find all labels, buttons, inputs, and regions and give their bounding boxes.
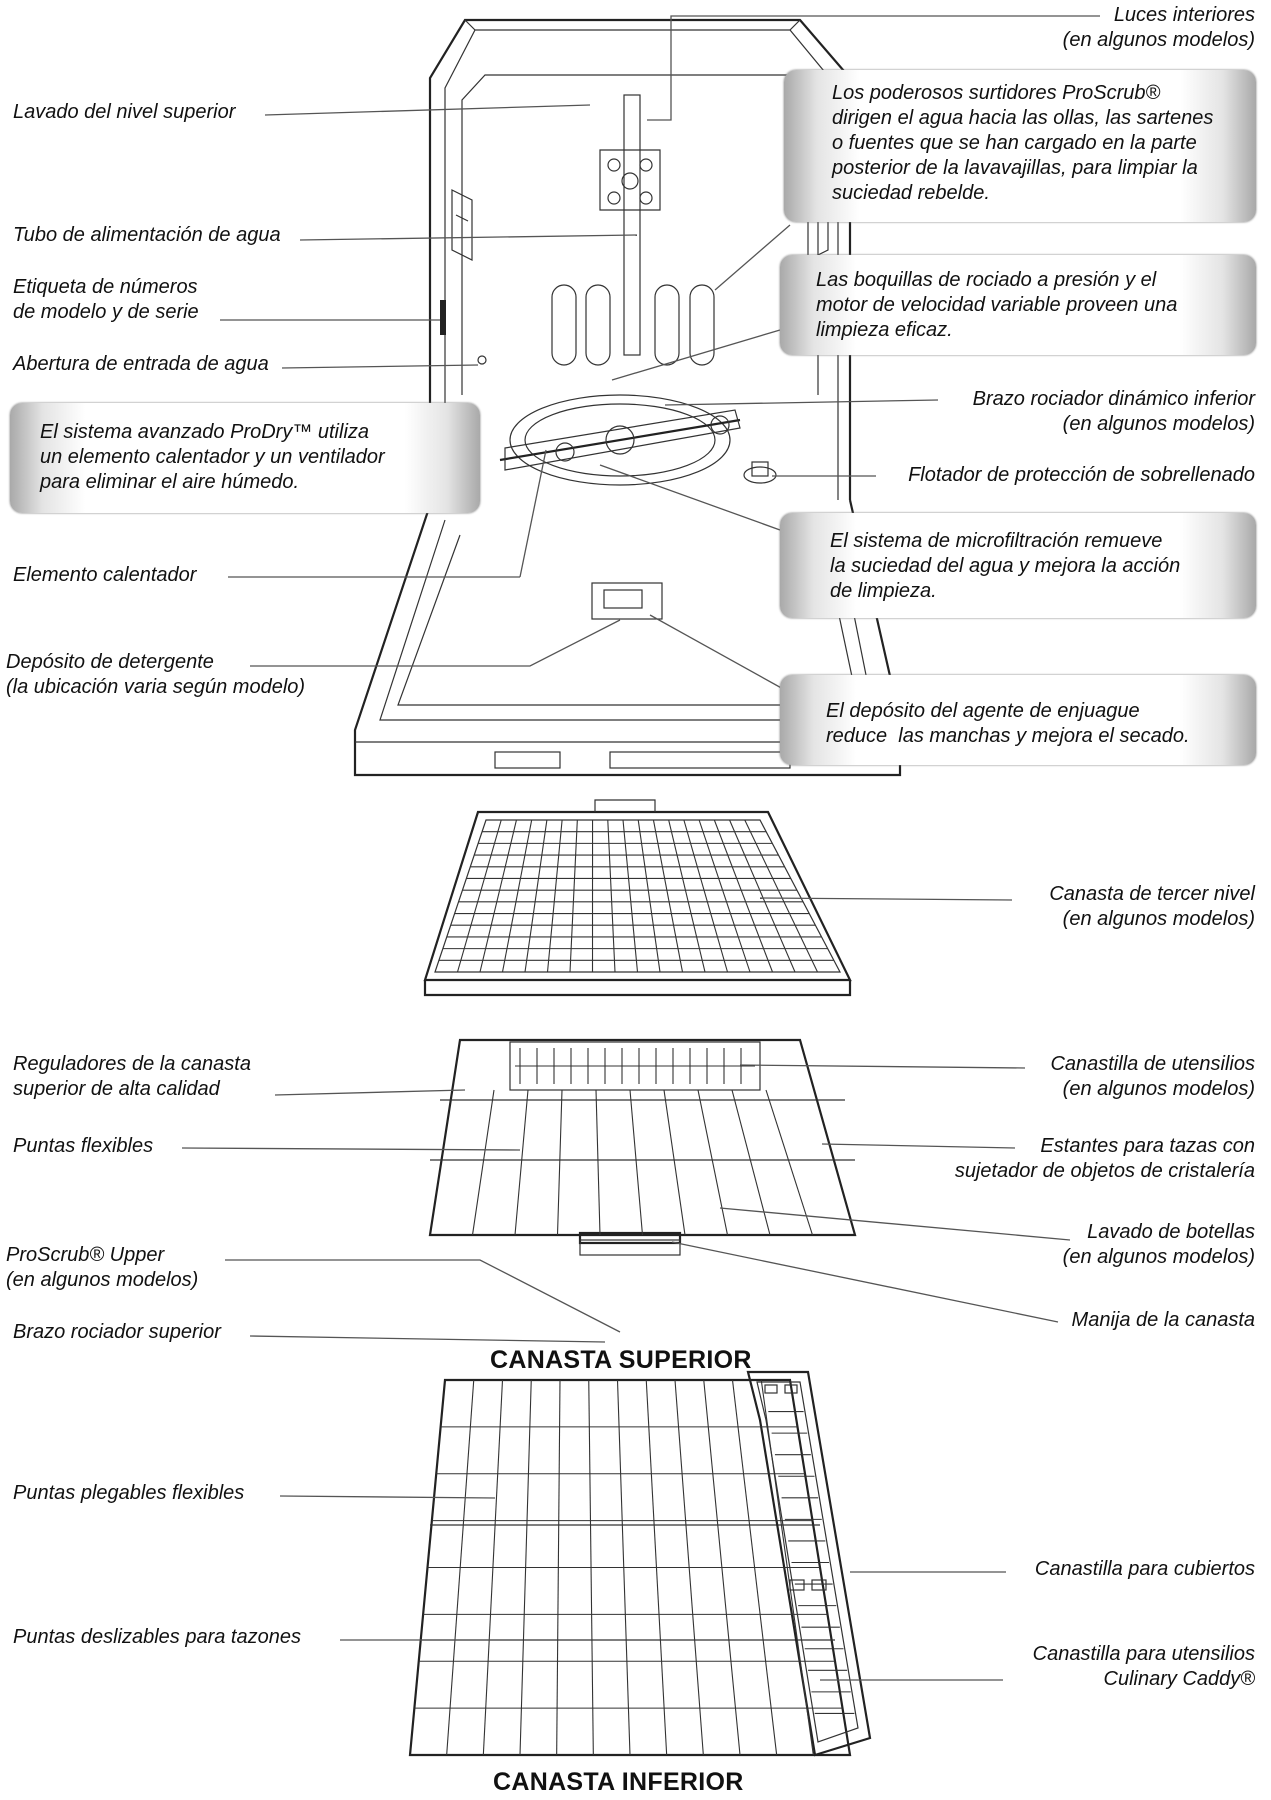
lower-spray-arm [499,394,777,486]
water-inlet-label: Abertura de entrada de agua [13,353,269,375]
microfiltration-callout: El sistema de microfiltración remueve la… [780,513,1256,618]
water-feed-tube [551,94,715,366]
model-serial-label: Etiqueta de números de modelo y de serie [13,276,199,323]
microfiltration-callout-text: El sistema de microfiltración remueve la… [830,530,1181,602]
fold-down-tines-label: Puntas plegables flexibles [13,1482,245,1504]
leader-lines [181,15,1100,1681]
rinse-aid-callout: El depósito del agente de enjuague reduc… [780,675,1256,765]
upper-rack-heading: CANASTA SUPERIOR [490,1346,752,1374]
third-level-rack [423,799,852,997]
flexible-tines-label: Puntas flexibles [13,1135,154,1157]
proscrub-upper-label: ProScrub® Upper (en algunos modelos) [6,1244,199,1291]
rack-adjusters-label: Reguladores de la canasta superior de al… [13,1053,251,1100]
interior-lights-label: Luces interiores (en algunos modelos) [1062,4,1255,51]
rack-wires [414,819,855,1756]
proscrub-callout-text: Los poderosos surtidores ProScrub® dirig… [832,82,1214,204]
lower-rack-heading: CANASTA INFERIOR [493,1768,744,1796]
lower-spray-arm-label: Brazo rociador dinámico inferior (en alg… [972,388,1255,435]
proscrub-callout: Los poderosos surtidores ProScrub® dirig… [784,70,1256,222]
upper-spray-arm-label: Brazo rociador superior [13,1321,221,1343]
prodry-callout-text: El sistema avanzado ProDry™ utiliza un e… [40,421,385,493]
upper-level-wash-label: Lavado del nivel superior [13,101,236,123]
bottle-wash-label: Lavado de botellas (en algunos modelos) [1062,1221,1255,1268]
overfill-float-label: Flotador de protección de sobrellenado [908,464,1255,486]
detergent-dispenser-label: Depósito de detergente (la ubicación var… [6,651,306,698]
water-feed-tube-label: Tubo de alimentación de agua [13,224,281,246]
spray-nozzles-callout: Las boquillas de rociado a presión y el … [780,255,1256,355]
heating-element-label: Elemento calentador [13,564,197,586]
silverware-basket [746,1370,872,1757]
prodry-callout: El sistema avanzado ProDry™ utiliza un e… [10,403,480,513]
sliding-tines-label: Puntas deslizables para tazones [13,1626,301,1648]
spray-nozzles-callout-text: Las boquillas de rociado a presión y el … [816,269,1178,341]
rack-handle-label: Manija de la canasta [1071,1309,1255,1331]
culinary-caddy-label: Canastilla para utensilios Culinary Cadd… [1032,1643,1255,1690]
silverware-basket-label: Canastilla para cubiertos [1034,1558,1255,1580]
utensil-basket-label: Canastilla de utensilios (en algunos mod… [1050,1053,1255,1100]
rinse-aid-callout-text: El depósito del agente de enjuague reduc… [826,700,1190,747]
upper-rack [428,1038,857,1256]
third-level-rack-label: Canasta de tercer nivel (en algunos mode… [1049,883,1255,930]
cup-shelves-label: Estantes para tazas con sujetador de obj… [954,1135,1255,1182]
